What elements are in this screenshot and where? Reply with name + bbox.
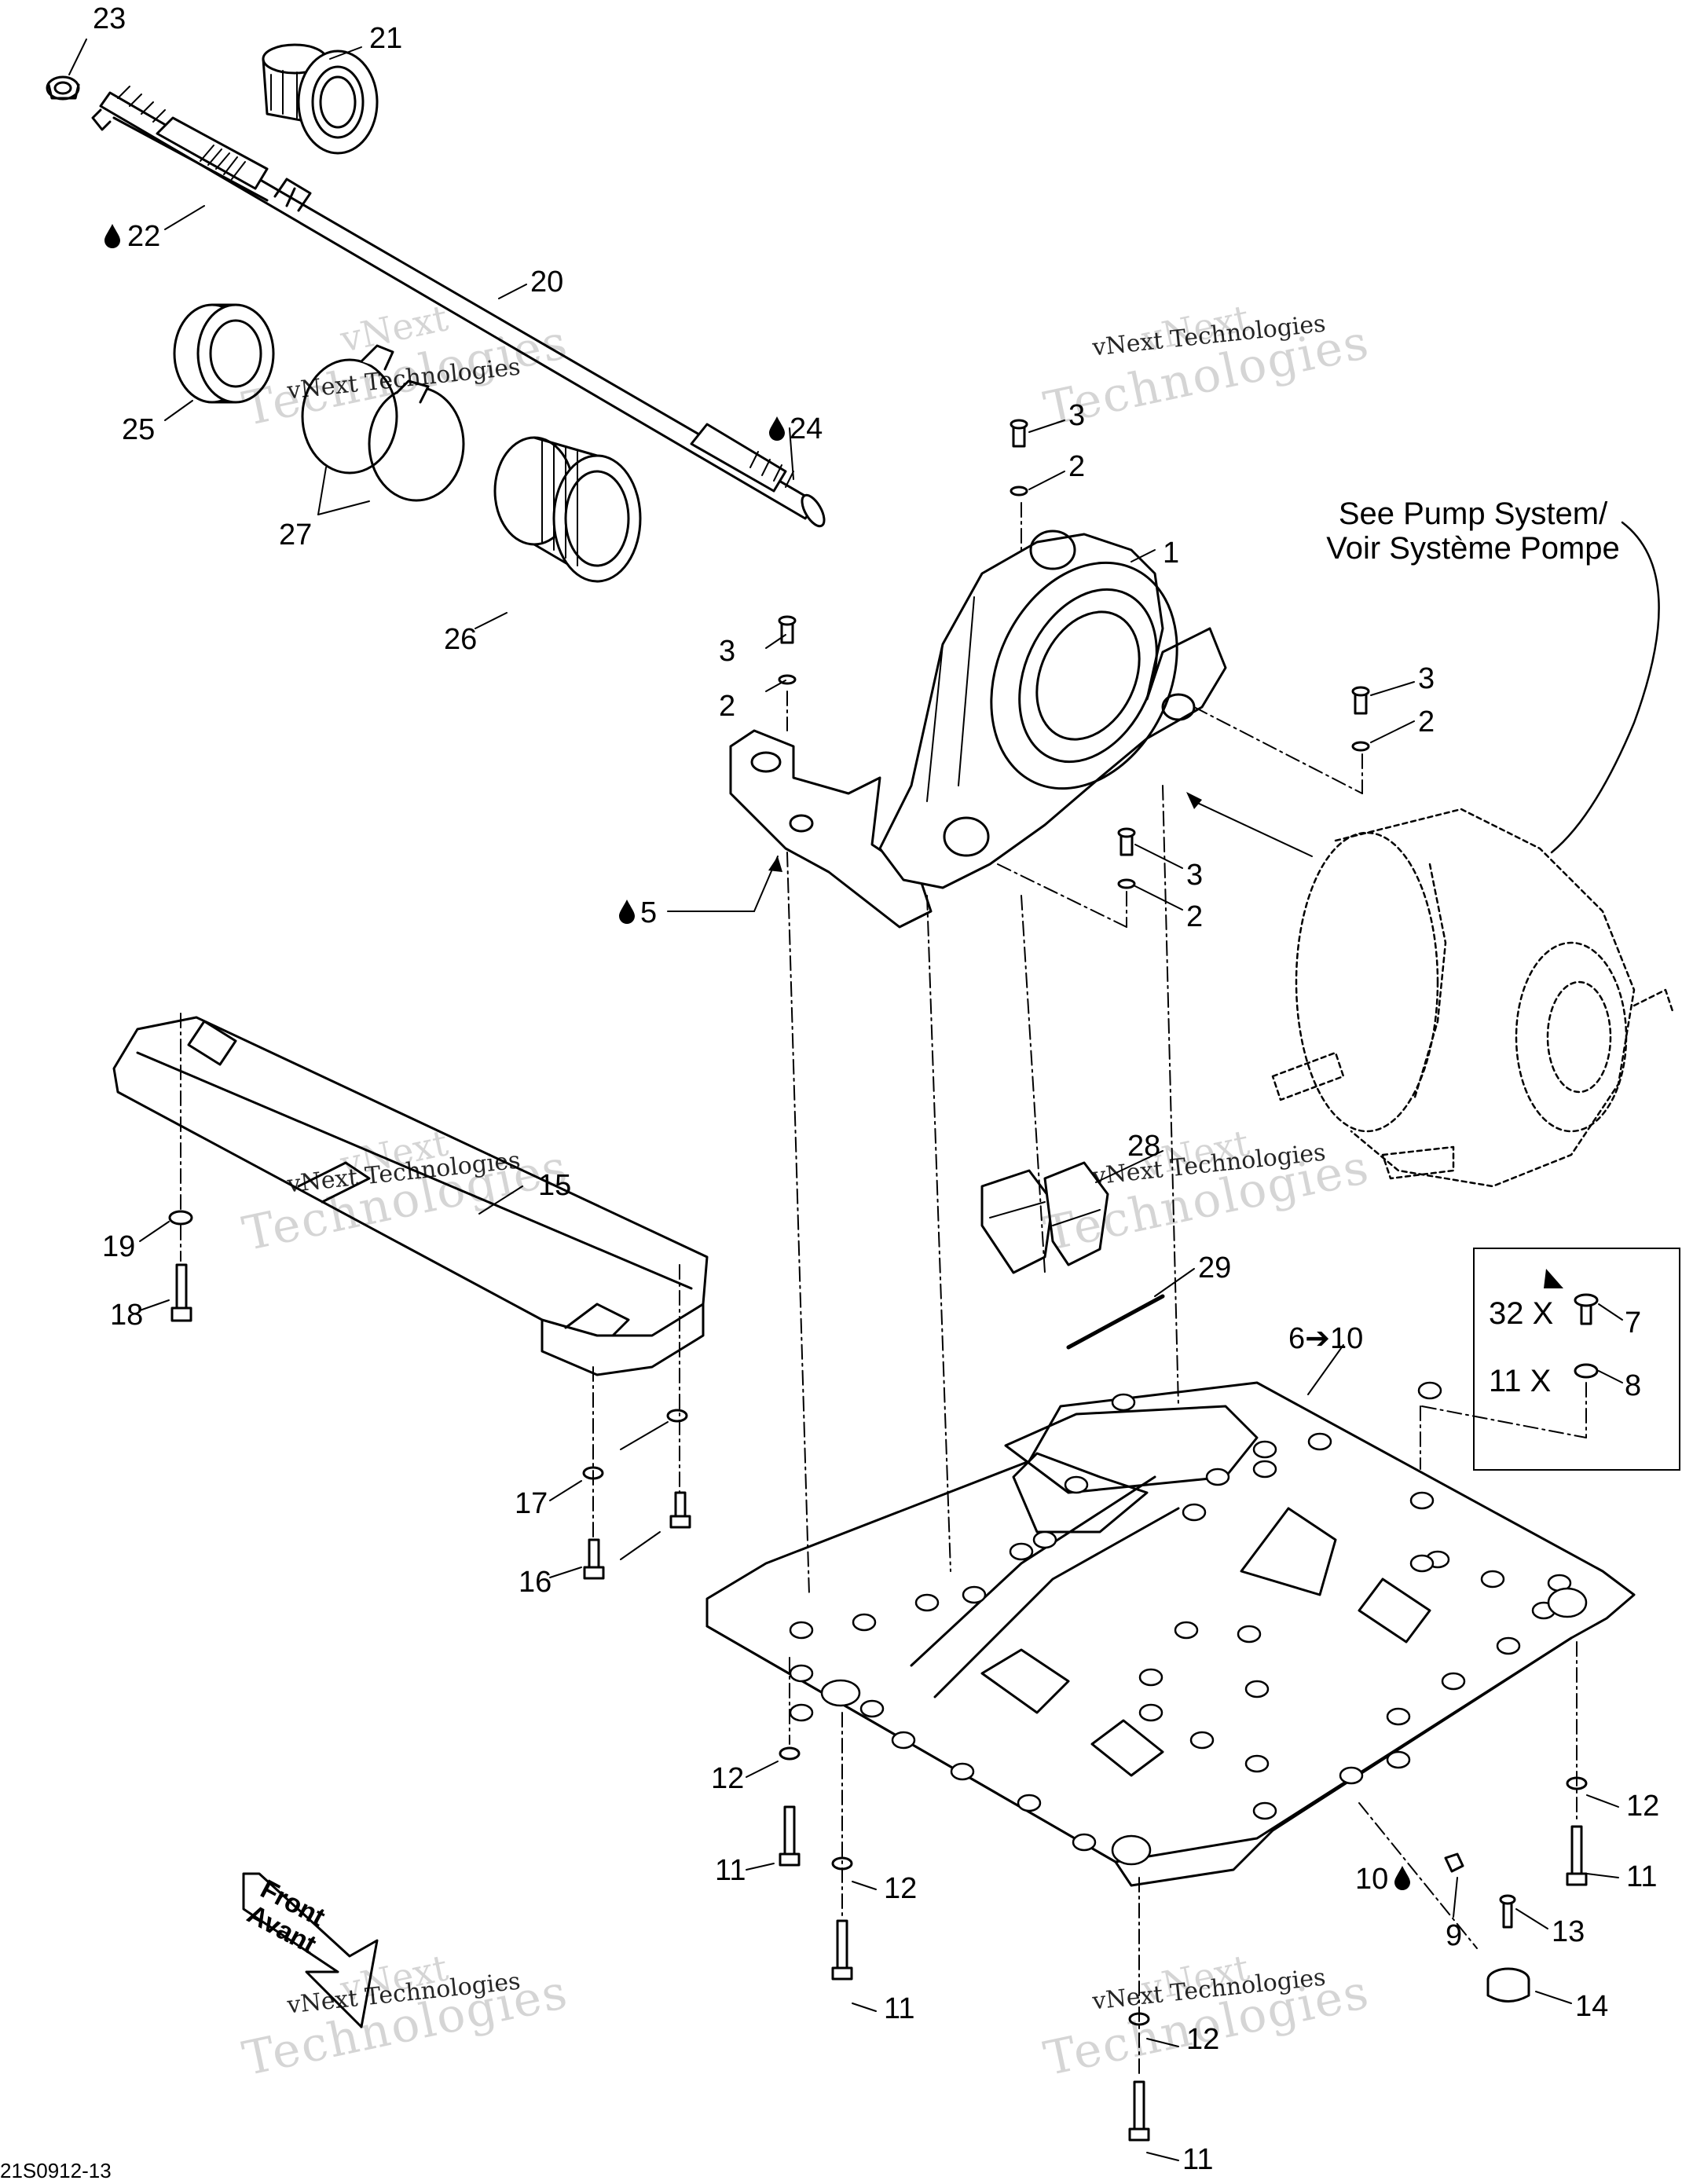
quantity-box xyxy=(1473,1248,1680,1471)
label-part-3: 3 xyxy=(1418,662,1435,695)
drawing-code: 21S0912-13 xyxy=(0,2159,112,2182)
label-part-28: 28 xyxy=(1127,1130,1161,1163)
label-part-18: 18 xyxy=(110,1299,144,1332)
label-part-12: 12 xyxy=(884,1872,918,1905)
oil-drop-icon xyxy=(104,224,120,248)
label-part-3: 3 xyxy=(719,635,736,668)
label-part-11: 11 xyxy=(1182,2143,1214,2176)
label-part-11: 11 xyxy=(1626,1860,1658,1893)
part-27-clamps xyxy=(301,344,465,502)
label-part-19: 19 xyxy=(102,1230,136,1263)
label-part-17: 17 xyxy=(515,1487,548,1520)
quantity-32x: 32 X xyxy=(1489,1296,1554,1331)
label-part-25: 25 xyxy=(122,413,156,446)
label-part-1: 1 xyxy=(1163,537,1180,570)
label-part-3: 3 xyxy=(1186,859,1204,892)
part-23-seal xyxy=(46,75,80,101)
oil-drop-icon xyxy=(769,416,785,441)
label-part-6-to-10: 6➔10 xyxy=(1288,1322,1364,1355)
fasteners xyxy=(168,419,1599,2142)
front-arrow xyxy=(242,1872,379,2028)
part-26-boot xyxy=(493,436,642,583)
label-part-24: 24 xyxy=(790,412,823,445)
label-part-29: 29 xyxy=(1198,1251,1232,1284)
label-part-5: 5 xyxy=(640,896,658,929)
label-part-15: 15 xyxy=(538,1169,572,1202)
label-part-12: 12 xyxy=(711,1762,745,1795)
part-25-ring xyxy=(173,303,275,404)
label-part-22: 22 xyxy=(127,220,161,253)
label-part-2: 2 xyxy=(1068,450,1086,483)
quantity-11x: 11 X xyxy=(1489,1364,1552,1398)
alignment-lines xyxy=(180,502,1587,2075)
part-29-o-ring xyxy=(1066,1294,1165,1350)
label-part-11: 11 xyxy=(884,1992,915,2025)
drive-shaft xyxy=(91,86,826,528)
label-part-7: 7 xyxy=(1625,1306,1642,1339)
label-part-9: 9 xyxy=(1446,1919,1463,1952)
pump-system-note: See Pump System/ Voir Système Pompe xyxy=(1300,497,1646,566)
label-part-13: 13 xyxy=(1552,1915,1585,1948)
part-21-sleeve xyxy=(262,43,379,155)
label-part-2: 2 xyxy=(719,690,736,723)
label-part-20: 20 xyxy=(530,266,564,299)
pump-reference-arrow xyxy=(1550,521,1660,854)
label-part-12: 12 xyxy=(1626,1790,1660,1823)
label-part-2: 2 xyxy=(1186,900,1204,933)
plate-holes xyxy=(789,1381,1588,1866)
part-1-bearing-housing xyxy=(729,530,1227,929)
label-part-14: 14 xyxy=(1575,1990,1609,2023)
label-part-16: 16 xyxy=(519,1566,552,1599)
label-part-11: 11 xyxy=(715,1854,746,1887)
part-28-adaptor xyxy=(980,1161,1109,1274)
part-15-support xyxy=(112,1016,709,1376)
label-part-12: 12 xyxy=(1186,2023,1220,2056)
oil-drop-icon xyxy=(619,900,635,924)
label-part-21: 21 xyxy=(369,22,403,55)
label-part-26: 26 xyxy=(444,623,478,656)
label-part-2: 2 xyxy=(1418,705,1435,738)
label-part-10: 10 xyxy=(1355,1863,1389,1896)
label-part-3: 3 xyxy=(1068,399,1086,432)
pump-note-line-2: Voir Système Pompe xyxy=(1326,531,1620,566)
oil-drop-icon xyxy=(1394,1866,1410,1890)
label-part-27: 27 xyxy=(279,519,313,551)
part-6-main-plate xyxy=(705,1381,1636,1887)
pump-system-reference xyxy=(1271,808,1675,1188)
pump-note-line-1: See Pump System/ xyxy=(1338,497,1608,531)
label-part-8: 8 xyxy=(1625,1369,1642,1402)
label-part-23: 23 xyxy=(93,2,126,35)
pump-to-housing-arrow xyxy=(1193,801,1313,857)
